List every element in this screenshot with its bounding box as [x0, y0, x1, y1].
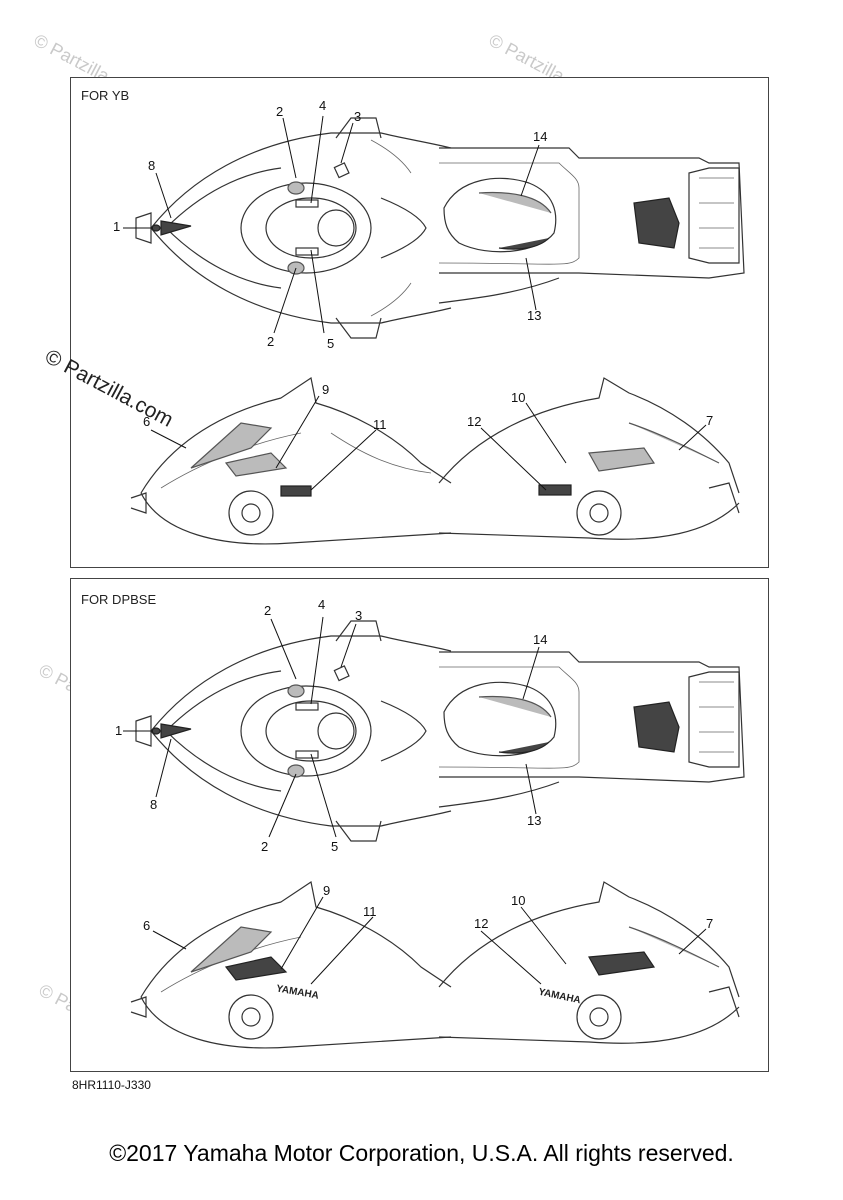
- callout-13: 13: [527, 813, 542, 828]
- callout-10: 10: [511, 893, 526, 908]
- diagram-panel-yb: FOR YB: [70, 77, 769, 568]
- right-side-illustration: [438, 377, 740, 540]
- callout-6: 6: [143, 918, 151, 933]
- callout-5: 5: [331, 839, 339, 854]
- callout-9: 9: [323, 883, 331, 898]
- callout-7: 7: [706, 413, 714, 428]
- callout-1: 1: [113, 219, 121, 234]
- callout-2: 2: [264, 603, 272, 618]
- callout-8: 8: [148, 158, 156, 173]
- callout-2: 2: [267, 334, 275, 349]
- callout-2: 2: [276, 104, 284, 119]
- callout-14: 14: [533, 632, 548, 647]
- left-side-illustration: [130, 377, 452, 545]
- leader-lines: [123, 616, 707, 985]
- callout-8: 8: [150, 797, 158, 812]
- callout-5: 5: [327, 336, 335, 351]
- top-view-illustration: [135, 620, 452, 842]
- callout-1: 1: [115, 723, 123, 738]
- panel-label: FOR DPBSE: [81, 592, 157, 607]
- copyright-notice: ©2017 Yamaha Motor Corporation, U.S.A. A…: [109, 1140, 734, 1166]
- diagram-panel-dpbse: FOR DPBSE: [70, 578, 769, 1072]
- left-side-illustration: [130, 881, 452, 1049]
- callout-4: 4: [319, 98, 327, 113]
- callout-3: 3: [354, 109, 362, 124]
- callout-11: 11: [363, 904, 377, 919]
- part-code: 8HR1110-J330: [72, 1078, 151, 1092]
- leader-lines: [123, 115, 707, 491]
- callout-3: 3: [355, 608, 363, 623]
- callout-6: 6: [143, 414, 151, 429]
- callout-14: 14: [533, 129, 548, 144]
- callout-12: 12: [467, 414, 482, 429]
- callout-9: 9: [322, 382, 330, 397]
- callout-13: 13: [527, 308, 542, 323]
- callout-12: 12: [474, 916, 489, 931]
- side-view-illustration: [438, 147, 745, 304]
- top-view-illustration: [135, 117, 452, 339]
- panel-label: FOR YB: [81, 88, 130, 103]
- callout-4: 4: [318, 597, 326, 612]
- callout-10: 10: [511, 390, 526, 405]
- right-side-illustration: [438, 881, 740, 1044]
- side-view-illustration: [438, 651, 745, 808]
- callout-7: 7: [706, 916, 714, 931]
- callout-11: 11: [373, 417, 387, 432]
- callout-2: 2: [261, 839, 269, 854]
